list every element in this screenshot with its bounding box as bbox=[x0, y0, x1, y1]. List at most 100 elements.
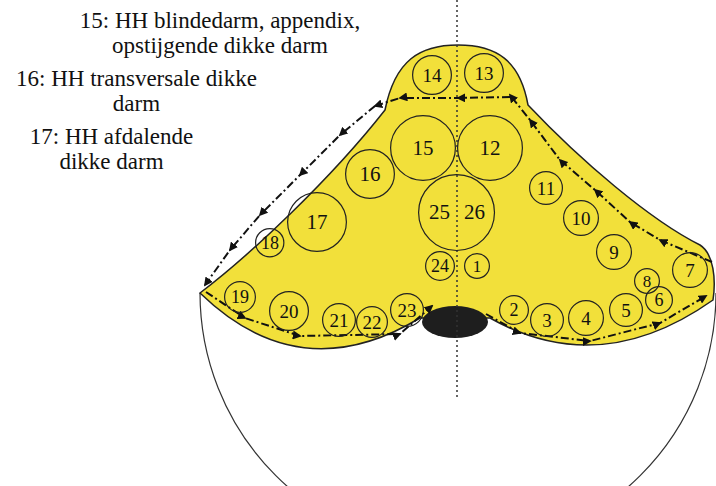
zone-circle: 8 bbox=[634, 268, 660, 294]
callout-number: 21 bbox=[330, 311, 349, 330]
flow-loop bbox=[205, 95, 712, 341]
callout-number: 17 bbox=[307, 212, 328, 233]
circle-outline bbox=[346, 150, 395, 199]
callout-number: 14 bbox=[423, 66, 442, 85]
callout-number: 24 bbox=[431, 257, 449, 275]
zone-circle: 16 bbox=[345, 149, 395, 199]
zone-circle: 12 bbox=[457, 115, 523, 181]
flow-dash bbox=[510, 95, 712, 262]
number-holder: 4 bbox=[568, 300, 604, 336]
circle-outline bbox=[391, 294, 424, 327]
circle-outline bbox=[288, 193, 347, 252]
zone-circle: 4 bbox=[568, 300, 604, 336]
flow-dash bbox=[375, 97, 510, 106]
callout-number: 4 bbox=[581, 309, 591, 328]
circle-outline bbox=[357, 307, 388, 338]
callout-number: 16 bbox=[360, 164, 381, 185]
circle-outline bbox=[530, 172, 563, 205]
number-holder: 17 bbox=[287, 192, 347, 252]
zone-circle: 7 bbox=[672, 252, 708, 288]
zone-circle: 2 bbox=[499, 295, 529, 325]
number-holder: 22 bbox=[356, 306, 388, 338]
callout-number: 12 bbox=[480, 138, 501, 159]
circle-outline bbox=[458, 116, 523, 181]
callout-number: 3 bbox=[542, 311, 552, 330]
callout-number: 5 bbox=[621, 301, 631, 320]
callout-number: 26 bbox=[457, 202, 492, 223]
circle-outline bbox=[635, 269, 660, 294]
zone-circle: 9 bbox=[596, 234, 632, 270]
number-holder: 19 bbox=[224, 281, 256, 313]
zone-circle: 24 bbox=[425, 251, 455, 281]
zone-circle: 18 bbox=[255, 228, 284, 257]
circle-outline bbox=[610, 294, 643, 327]
number-holder: 2526 bbox=[418, 174, 495, 251]
flow-dash bbox=[486, 296, 706, 341]
circle-outline bbox=[597, 235, 632, 270]
callout-number: 18 bbox=[261, 234, 279, 252]
number-holder: 23 bbox=[390, 293, 424, 327]
circle-outline bbox=[569, 301, 604, 336]
callout-number: 25 bbox=[422, 202, 457, 223]
circle-outline bbox=[270, 292, 309, 331]
zone-circle: 15 bbox=[390, 115, 456, 181]
zone-circle: 5 bbox=[609, 293, 643, 327]
midline bbox=[456, 0, 458, 400]
circle-outline bbox=[225, 282, 256, 313]
number-holder: 21 bbox=[322, 303, 356, 337]
zone-circle: 6 bbox=[645, 286, 673, 314]
callout-number: 8 bbox=[643, 273, 652, 290]
circle-outline bbox=[465, 54, 504, 93]
number-holder: 20 bbox=[269, 291, 309, 331]
callout-number: 19 bbox=[231, 288, 249, 306]
zone-circle: 19 bbox=[224, 281, 256, 313]
callout-number: 11 bbox=[537, 179, 555, 198]
zone-circle: 2526 bbox=[418, 174, 495, 251]
circle-outline bbox=[419, 175, 495, 251]
number-holder: 2 bbox=[499, 295, 529, 325]
number-holder: 5 bbox=[609, 293, 643, 327]
zone-note: 15: HH blindedarm, appendix, opstijgende… bbox=[40, 8, 400, 59]
callout-number: 13 bbox=[475, 64, 494, 83]
black-oval bbox=[422, 306, 488, 338]
callout-number: 2 bbox=[510, 301, 519, 319]
circle-outline bbox=[564, 201, 599, 236]
zone-circle: 10 bbox=[563, 200, 599, 236]
number-holder: 8 bbox=[634, 268, 660, 294]
callout-number: 10 bbox=[572, 209, 591, 228]
callout-number: 20 bbox=[280, 302, 299, 321]
zone-circle: 22 bbox=[356, 306, 388, 338]
number-holder: 24 bbox=[425, 251, 455, 281]
callout-number: 1 bbox=[473, 258, 482, 275]
zone-circle: 20 bbox=[269, 291, 309, 331]
circle-outline bbox=[646, 287, 673, 314]
number-holder: 14 bbox=[412, 55, 452, 95]
number-holder: 9 bbox=[596, 234, 632, 270]
circle-outline bbox=[500, 296, 529, 325]
circle-outline bbox=[673, 253, 708, 288]
circle-outline bbox=[391, 116, 456, 181]
zone-circle: 14 bbox=[412, 55, 452, 95]
number-holder: 7 bbox=[672, 252, 708, 288]
zone-note: 16: HH transversale dikke darm bbox=[14, 66, 259, 117]
number-holder: 13 bbox=[464, 53, 504, 93]
zone-circle: 1 bbox=[464, 253, 490, 279]
zone-circle: 23 bbox=[390, 293, 424, 327]
circle-outline bbox=[531, 304, 564, 337]
callout-number: 7 bbox=[685, 261, 695, 280]
number-holder: 11 bbox=[529, 171, 563, 205]
zone-circle: 17 bbox=[287, 192, 347, 252]
number-holder: 3 bbox=[530, 303, 564, 337]
callout-number: 22 bbox=[363, 313, 382, 332]
zone-note: 17: HH afdalende dikke darm bbox=[14, 124, 209, 175]
circle-outline bbox=[413, 56, 452, 95]
zone-circle: 3 bbox=[530, 303, 564, 337]
number-holder: 12 bbox=[457, 115, 523, 181]
callout-number: 6 bbox=[655, 291, 664, 309]
circle-outline bbox=[465, 254, 490, 279]
number-holder: 18 bbox=[255, 228, 284, 257]
zone-circle: 13 bbox=[464, 53, 504, 93]
number-holder: 15 bbox=[390, 115, 456, 181]
number-holder: 10 bbox=[563, 200, 599, 236]
